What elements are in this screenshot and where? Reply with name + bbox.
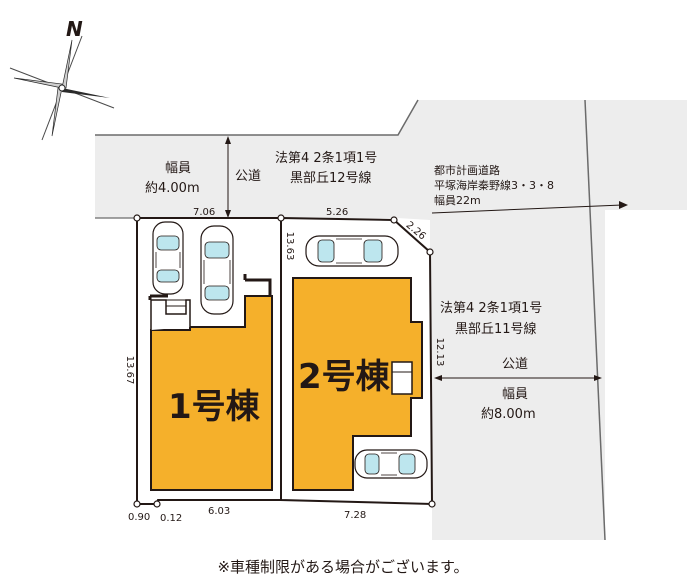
east-road-name: 黒部丘11号線 <box>455 321 537 337</box>
dim-lot2-north: 5.26 <box>326 207 348 218</box>
dim-lot1-south: 6.03 <box>208 506 230 517</box>
footer-note: ※車種制限がある場合がございます。 <box>217 558 468 576</box>
planned-road-width: 幅員22m <box>434 194 481 207</box>
east-road-type-label: 公道 <box>502 357 528 372</box>
north-road-width-label: 幅員 <box>165 161 191 176</box>
dim-lot1-west: 13.67 <box>124 356 135 385</box>
planned-road-title: 都市計画道路 <box>434 163 500 177</box>
east-road-law-label: 法第4 2条1項1号 <box>440 300 542 316</box>
north-road-type-label: 公道 <box>235 169 261 184</box>
compass-north-label: N <box>66 17 83 41</box>
dim-lot2-west: 13.63 <box>284 232 295 261</box>
north-road-name: 黒部丘12号線 <box>290 170 372 186</box>
road-areas <box>95 99 687 541</box>
dim-lot1-north: 7.06 <box>193 207 215 218</box>
planned-road-name: 平塚海岸秦野線3・3・8 <box>434 178 554 192</box>
dim-lot1-sw2: 0.12 <box>160 513 182 524</box>
building-1 <box>148 274 273 491</box>
planned-road-arrow <box>431 201 628 214</box>
car-icon <box>305 235 399 267</box>
east-road-width-value: 約8.00m <box>481 407 536 422</box>
dim-lot2-east: 12.13 <box>434 338 445 367</box>
car-icon <box>200 225 234 315</box>
dim-lot1-sw1: 0.90 <box>128 512 150 523</box>
north-road-width-arrow <box>225 136 231 218</box>
building-1-label: 1号棟 <box>168 387 261 427</box>
dim-lot2-south: 7.28 <box>344 510 366 521</box>
north-road-area <box>95 100 687 220</box>
north-road-law-label: 法第4 2条1項1号 <box>275 150 377 166</box>
east-road-width-arrow <box>434 375 602 381</box>
compass-rose <box>9 35 115 141</box>
east-road-width-label: 幅員 <box>502 387 528 402</box>
east-road-area <box>430 210 605 540</box>
east-road-edge-line <box>584 99 606 541</box>
north-road-width-value: 約4.00m <box>145 181 200 196</box>
building-2 <box>292 277 423 491</box>
car-icon <box>354 449 428 479</box>
north-road-edge-line <box>95 99 419 136</box>
car-icon <box>152 221 184 295</box>
building-2-label: 2号棟 <box>298 357 391 397</box>
